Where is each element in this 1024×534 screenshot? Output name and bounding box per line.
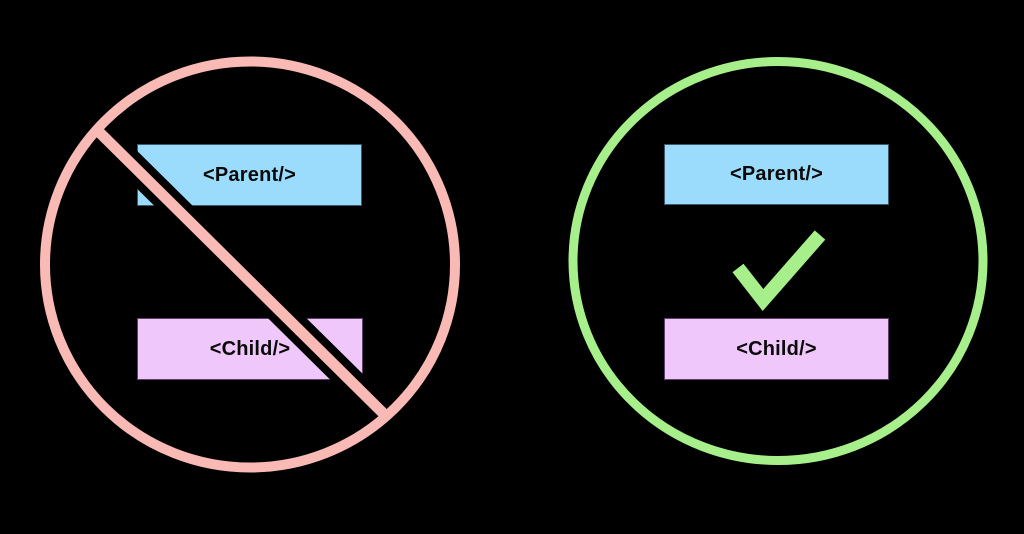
prohibited-parent-label: <Parent/> <box>203 163 296 186</box>
allowed-child-box: <Child/> <box>664 318 889 380</box>
allowed-parent-label: <Parent/> <box>730 163 823 185</box>
prohibited-child-label: <Child/> <box>209 337 291 360</box>
prohibited-child-box: <Child/> <box>137 318 363 380</box>
allowed-parent-box: <Parent/> <box>664 144 889 205</box>
checkmark-icon <box>732 230 826 311</box>
success-circle-icon <box>568 57 988 465</box>
allowed-child-label: <Child/> <box>736 337 817 360</box>
prohibition-circle-icon <box>40 56 460 473</box>
prohibited-parent-box: <Parent/> <box>137 144 362 206</box>
